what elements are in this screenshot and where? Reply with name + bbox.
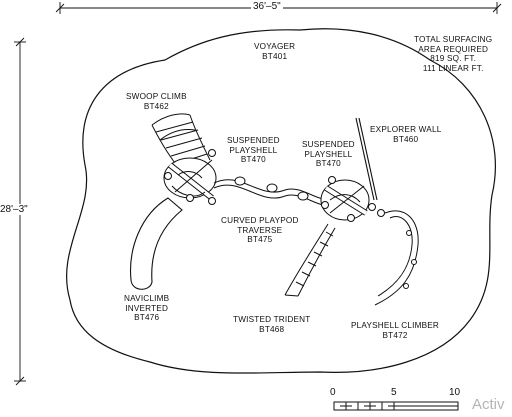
scale-tick-5: 5 [391, 387, 397, 398]
explorer-wall [355, 117, 378, 201]
label-voyager: VOYAGER BT401 [254, 42, 296, 61]
playshell-climber [374, 209, 419, 306]
scale-tick-0: 0 [330, 387, 336, 398]
label-swoop-climb: SWOOP CLIMB BT462 [126, 92, 187, 111]
naviclimb-arch [130, 197, 183, 290]
label-playshell-left: SUSPENDED PLAYSHELL BT470 [227, 136, 280, 165]
label-twisted-trident: TWISTED TRIDENT BT468 [233, 315, 311, 334]
surfacing-boundary [66, 28, 496, 374]
twisted-trident [284, 223, 336, 297]
right-playshell [320, 176, 376, 222]
label-playshell-right: SUSPENDED PLAYSHELL BT470 [302, 140, 355, 169]
label-playshell-climber: PLAYSHELL CLIMBER BT472 [351, 321, 440, 340]
surfacing-note: TOTAL SURFACING AREA REQUIRED 819 SQ. FT… [414, 35, 493, 73]
label-explorer-wall: EXPLORER WALL BT460 [370, 125, 442, 144]
left-playshell [163, 149, 217, 205]
watermark-text: Activ [472, 396, 505, 413]
scale-bar [333, 401, 459, 411]
curved-playpod-traverse [213, 176, 331, 207]
width-dimension-label: 36'–5" [251, 1, 283, 12]
label-naviclimb: NAVICLIMB INVERTED BT476 [124, 294, 170, 323]
label-curved-playpod: CURVED PLAYPOD TRAVERSE BT475 [221, 216, 299, 245]
height-dimension-label: 28'–3" [0, 204, 28, 215]
scale-tick-10: 10 [449, 387, 461, 398]
